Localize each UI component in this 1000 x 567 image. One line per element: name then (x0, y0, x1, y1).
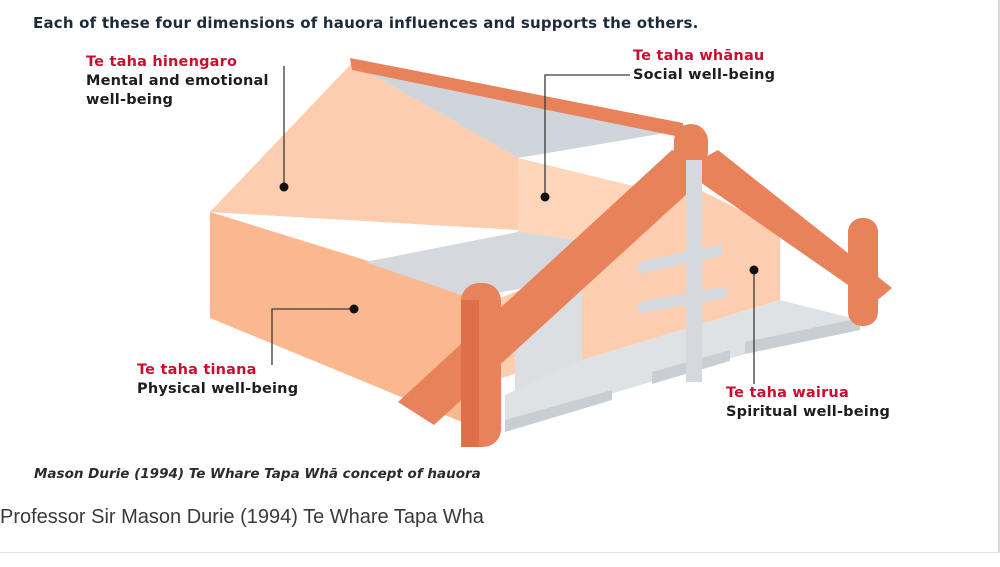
dot-wairua (749, 265, 759, 275)
left-wall-tinana (210, 212, 462, 422)
wairua-maori: Te taha wairua (726, 385, 849, 401)
dot-hinengaro (279, 182, 289, 192)
tinana-maori: Te taha tinana (137, 362, 257, 378)
whare-house-illustration (210, 58, 892, 447)
source-credit: Mason Durie (1994) Te Whare Tapa Whā con… (34, 466, 481, 482)
hinengaro-english-1: Mental and emotional (86, 73, 269, 89)
label-wairua: Te taha wairua Spiritual well-being (726, 384, 890, 422)
hinengaro-maori: Te taha hinengaro (86, 54, 238, 70)
tinana-english: Physical well-being (137, 381, 299, 397)
label-whanau: Te taha whānau Social well-being (633, 47, 775, 85)
hauora-figure: Each of these four dimensions of hauora … (33, 14, 892, 482)
dot-tinana (349, 304, 359, 314)
label-tinana: Te taha tinana Physical well-being (137, 361, 298, 399)
leader-tinana (271, 308, 354, 365)
dot-whanau (540, 192, 550, 202)
right-barge-board (700, 150, 892, 303)
whanau-maori: Te taha whānau (633, 48, 765, 64)
whanau-english: Social well-being (633, 67, 776, 83)
window-rail-lower (638, 286, 726, 314)
image-caption: Professor Sir Mason Durie (1994) Te Whar… (0, 506, 484, 528)
wairua-english: Spiritual well-being (726, 404, 891, 420)
left-front-post-shade (461, 300, 479, 447)
hinengaro-english-2: well-being (86, 92, 174, 108)
apex-koruru (674, 124, 708, 168)
centre-pole (686, 160, 702, 382)
floor-slat-3 (745, 318, 860, 354)
diagram-heading: Each of these four dimensions of hauora … (33, 14, 699, 32)
floor-slat-1 (505, 390, 612, 432)
leader-whanau (544, 74, 630, 196)
ridge-beam (350, 58, 685, 138)
label-hinengaro: Te taha hinengaro Mental and emotional w… (86, 53, 269, 110)
window-rail-upper (638, 244, 722, 274)
right-front-post (848, 218, 878, 326)
